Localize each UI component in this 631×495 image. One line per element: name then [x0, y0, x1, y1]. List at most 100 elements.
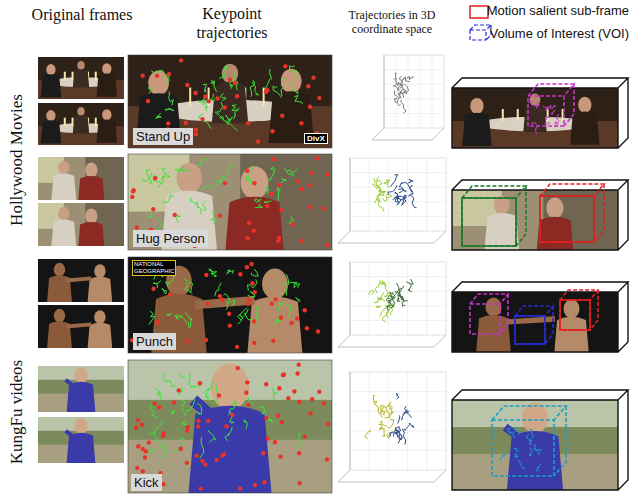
- keypoint-dot: [195, 454, 199, 458]
- keypoint-dot: [306, 84, 310, 88]
- keypoint-dot: [280, 420, 284, 424]
- legend-text: Motion salient sub-frame: [487, 3, 629, 18]
- trajectory-line: [252, 269, 259, 276]
- candle: [72, 118, 74, 126]
- punching-arm: [66, 278, 91, 280]
- scene-image: [452, 190, 618, 250]
- punching-arm: [195, 300, 254, 305]
- trajectory-line: [287, 170, 298, 175]
- trajectory-line: [220, 93, 226, 100]
- punching-arm: [66, 324, 91, 326]
- candle: [95, 72, 97, 80]
- keypoint-dot: [228, 77, 232, 81]
- trajectory-line: [389, 408, 394, 417]
- person-body: [87, 277, 112, 302]
- plot-axis: [350, 158, 351, 231]
- voi-cube: [470, 294, 508, 334]
- trajectory-line: [514, 448, 519, 452]
- trajectory-line: [373, 395, 375, 404]
- keypoint-dot: [290, 222, 294, 226]
- trajectory-line: [396, 393, 399, 399]
- keypoint-dot: [143, 455, 147, 459]
- trajectory-line: [205, 389, 210, 401]
- grid-line: [350, 276, 446, 277]
- person-head: [102, 63, 111, 74]
- trajectory-line: [381, 191, 387, 195]
- grid-line: [388, 372, 389, 470]
- keypoint-dot: [283, 64, 287, 68]
- trajectory-line: [296, 298, 301, 302]
- trajectory-line: [406, 279, 413, 284]
- trajectory-line: [223, 65, 227, 72]
- trajectory-line: [150, 404, 158, 418]
- person-head: [58, 161, 69, 175]
- keypoint-dot: [247, 221, 251, 225]
- keypoint-dot: [256, 139, 260, 143]
- trajectory-line: [179, 374, 185, 377]
- legend-text: Volume of Interest (VOI): [490, 26, 629, 41]
- keypoint-dot: [252, 319, 256, 323]
- trajectory-line: [153, 281, 161, 288]
- trajectory-line: [543, 106, 549, 111]
- candle: [189, 88, 191, 107]
- keypoint-dot: [270, 129, 274, 133]
- trajectory-line: [399, 76, 403, 88]
- keypoint-dot: [252, 181, 256, 185]
- trajectory-line: [164, 443, 167, 458]
- trajectory-line: [400, 295, 404, 301]
- trajectory-line: [369, 290, 374, 294]
- keypoint-dot: [246, 402, 250, 406]
- keypoint-dot: [217, 393, 221, 397]
- person-body: [224, 197, 285, 250]
- person-body: [97, 119, 118, 142]
- person-head: [54, 309, 65, 323]
- keypoint-dot: [302, 435, 306, 439]
- keypoint-dot: [307, 205, 311, 209]
- trajectory-line: [529, 101, 533, 103]
- scene-image: [128, 154, 332, 250]
- trajectory-line: [407, 76, 414, 80]
- keypoint-dot: [308, 105, 312, 109]
- trajectory-line: [394, 73, 397, 79]
- keypoint-dot: [247, 298, 251, 302]
- person-body: [97, 73, 118, 96]
- trajectory-line: [373, 184, 378, 189]
- keypoint-dot: [278, 183, 282, 187]
- grid-line: [384, 113, 444, 114]
- person-head: [102, 109, 111, 120]
- trajectory-line: [209, 269, 217, 277]
- trajectory-line: [197, 404, 201, 415]
- keypoint-dot: [161, 431, 165, 435]
- trajectory-line: [278, 304, 282, 313]
- trajectory-line: [411, 425, 414, 427]
- grid-line: [350, 216, 446, 217]
- keypoint-dot: [199, 486, 203, 490]
- person-head: [77, 61, 84, 70]
- trajectory-line: [555, 122, 559, 124]
- keypoint-dot: [218, 213, 222, 217]
- salient-subframe: [515, 316, 545, 344]
- trajectory-line: [394, 91, 399, 103]
- scene-image: [452, 292, 618, 352]
- keypoint-dot: [196, 424, 200, 428]
- trajectory-line: [260, 406, 266, 414]
- trajectory-line: [377, 198, 381, 202]
- grid-line: [420, 55, 421, 128]
- trajectory-line: [272, 388, 276, 399]
- trajectory-line: [395, 430, 402, 443]
- keypoint-dot: [135, 225, 139, 229]
- person-head: [470, 98, 483, 114]
- scene-image: [128, 360, 332, 493]
- person-head: [578, 97, 591, 113]
- trajectory-line: [409, 185, 413, 194]
- trajectory-line: [198, 160, 208, 166]
- column-header: Keypoint trajectories: [167, 4, 297, 42]
- trajectory-line: [537, 464, 541, 471]
- trajectory-line: [365, 431, 371, 439]
- person-head: [46, 110, 55, 121]
- keypoint-dot: [236, 366, 240, 370]
- trajectory-line: [185, 283, 193, 294]
- keypoint-dot: [157, 405, 161, 409]
- person-body: [188, 406, 273, 493]
- keypoint-dot: [282, 372, 286, 376]
